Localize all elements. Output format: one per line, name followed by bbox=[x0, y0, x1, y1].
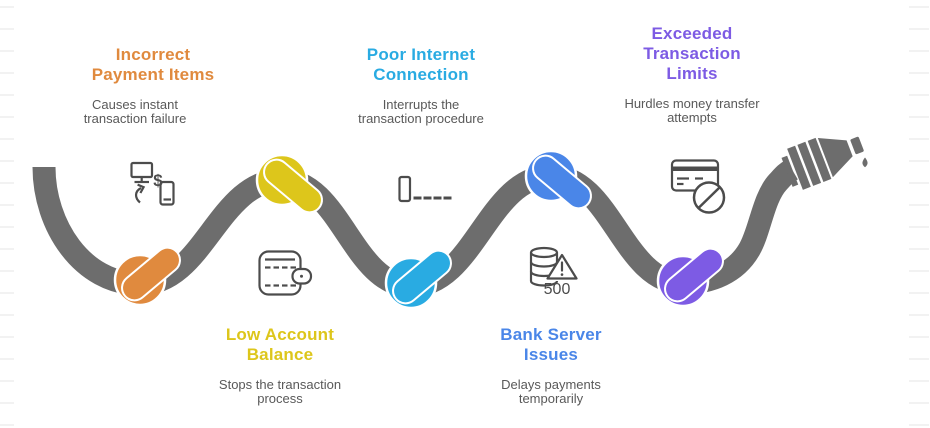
no-signal-icon bbox=[398, 175, 452, 203]
left-edge-ticks bbox=[0, 6, 14, 428]
label-exceeded-transaction-limits: Exceeded Transaction Limits Hurdles mone… bbox=[582, 24, 802, 124]
hose-nozzle-icon bbox=[781, 136, 864, 190]
item-subtitle: Interrupts the transaction procedure bbox=[358, 97, 484, 126]
dollar-sign: $ bbox=[153, 171, 163, 190]
item-title: Exceeded Transaction Limits bbox=[643, 24, 741, 83]
item-title: Bank Server Issues bbox=[500, 325, 602, 364]
item-title: Poor Internet Connection bbox=[366, 45, 476, 84]
blocked-card-icon bbox=[670, 159, 726, 214]
water-drop-icon bbox=[862, 157, 868, 168]
item-subtitle: Delays payments temporarily bbox=[501, 377, 601, 406]
item-subtitle: Causes instant transaction failure bbox=[83, 97, 187, 126]
label-bank-server-issues: Bank Server Issues Delays payments tempo… bbox=[441, 325, 661, 405]
item-title: Incorrect Payment Items bbox=[91, 45, 215, 84]
item-subtitle: Stops the transaction process bbox=[218, 377, 342, 406]
item-title: Low Account Balance bbox=[225, 325, 335, 364]
money-transfer-icon: $ bbox=[130, 161, 175, 206]
label-low-account-balance: Low Account Balance Stops the transactio… bbox=[170, 325, 390, 405]
item-subtitle: Hurdles money transfer attempts bbox=[624, 96, 760, 125]
error-code-text: 500 bbox=[544, 281, 571, 298]
label-poor-internet-connection: Poor Internet Connection Interrupts the … bbox=[311, 45, 531, 125]
right-edge-ticks bbox=[909, 6, 929, 428]
wallet-icon bbox=[258, 250, 313, 296]
server-error-icon: 500 bbox=[529, 246, 578, 298]
label-incorrect-payment-items: Incorrect Payment Items Causes instant t… bbox=[43, 45, 263, 125]
